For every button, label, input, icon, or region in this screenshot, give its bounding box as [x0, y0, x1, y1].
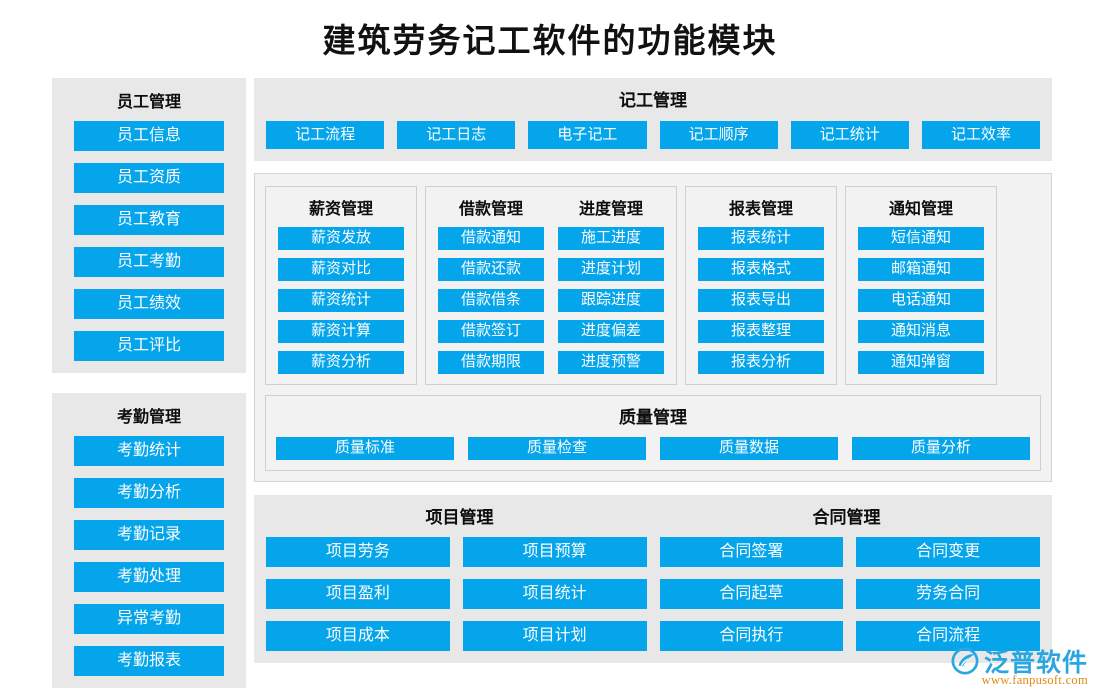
loan-progress-columns: 借款管理 借款通知 借款还款 借款借条 借款签订 借款期限 进度管理 施工进度 …	[438, 195, 664, 374]
group-quality-management: 质量管理 质量标准 质量检查 质量数据 质量分析	[265, 395, 1041, 471]
group-attendance-management: 考勤管理 考勤统计 考勤分析 考勤记录 考勤处理 异常考勤 考勤报表	[52, 393, 246, 688]
module-button-project-profit[interactable]: 项目盈利	[266, 579, 450, 609]
group-title-quality-management: 质量管理	[619, 408, 687, 427]
module-button-loan-iou[interactable]: 借款借条	[438, 289, 544, 312]
group-payroll-management: 薪资管理 薪资发放 薪资对比 薪资统计 薪资计算 薪资分析	[265, 186, 417, 385]
group-worklog-management: 记工管理 记工流程 记工日志 电子记工 记工顺序 记工统计 记工效率	[254, 78, 1052, 161]
group-title-attendance-management: 考勤管理	[116, 409, 181, 426]
module-button-attendance-analysis[interactable]: 考勤分析	[74, 478, 224, 508]
module-button-quality-analysis[interactable]: 质量分析	[852, 437, 1030, 460]
group-title-contract-management: 合同管理	[812, 508, 881, 527]
module-button-worklog-order[interactable]: 记工顺序	[659, 121, 778, 149]
group-title-report-management: 报表管理	[728, 201, 793, 218]
module-button-progress-plan[interactable]: 进度计划	[558, 258, 664, 281]
module-button-quality-data[interactable]: 质量数据	[660, 437, 838, 460]
module-button-payroll-calculation[interactable]: 薪资计算	[278, 320, 404, 343]
left-column: 员工管理 员工信息 员工资质 员工教育 员工考勤 员工绩效 员工评比 考勤管理 …	[52, 78, 246, 688]
module-button-attendance-record[interactable]: 考勤记录	[74, 520, 224, 550]
fanpu-swoosh-icon	[950, 646, 980, 676]
module-button-electronic-worklog[interactable]: 电子记工	[528, 121, 647, 149]
module-button-quality-standard[interactable]: 质量标准	[276, 437, 454, 460]
logo-main-row: 泛普软件	[928, 646, 1088, 677]
module-button-employee-qualification[interactable]: 员工资质	[74, 163, 224, 193]
module-button-payroll-statistics[interactable]: 薪资统计	[278, 289, 404, 312]
module-button-construction-progress[interactable]: 施工进度	[558, 227, 664, 250]
group-title-project-management: 项目管理	[425, 508, 494, 527]
module-button-loan-signing[interactable]: 借款签订	[438, 320, 544, 343]
module-button-worklog-journal[interactable]: 记工日志	[397, 121, 516, 149]
module-button-project-statistics[interactable]: 项目统计	[462, 579, 647, 609]
middle-modules-container: 薪资管理 薪资发放 薪资对比 薪资统计 薪资计算 薪资分析 借款管理 借款通知 …	[254, 173, 1052, 482]
module-button-attendance-report[interactable]: 考勤报表	[74, 646, 224, 676]
module-button-progress-tracking[interactable]: 跟踪进度	[558, 289, 664, 312]
module-button-report-analysis[interactable]: 报表分析	[698, 351, 824, 374]
module-button-project-labor[interactable]: 项目劳务	[266, 537, 450, 567]
module-button-progress-warning[interactable]: 进度预警	[558, 351, 664, 374]
group-title-notification-management: 通知管理	[888, 201, 953, 218]
group-project-and-contract-management: 项目管理 合同管理 项目劳务 项目预算 合同签署 合同变更 项目盈利 项目统计 …	[254, 495, 1052, 663]
module-button-worklog-efficiency[interactable]: 记工效率	[921, 121, 1041, 149]
module-button-project-plan[interactable]: 项目计划	[462, 621, 647, 651]
module-button-report-organize[interactable]: 报表整理	[698, 320, 824, 343]
logo-website-url: www.fanpusoft.com	[981, 673, 1088, 687]
subgroup-loan-management: 借款管理 借款通知 借款还款 借款借条 借款签订 借款期限	[438, 195, 544, 374]
bottom-button-grid: 项目劳务 项目预算 合同签署 合同变更 项目盈利 项目统计 合同起草 劳务合同 …	[266, 537, 1040, 651]
module-button-payroll-comparison[interactable]: 薪资对比	[278, 258, 404, 281]
module-button-loan-notice[interactable]: 借款通知	[438, 227, 544, 250]
group-title-employee-management: 员工管理	[116, 94, 181, 111]
module-button-report-export[interactable]: 报表导出	[698, 289, 824, 312]
right-column: 记工管理 记工流程 记工日志 电子记工 记工顺序 记工统计 记工效率 薪资管理 …	[254, 78, 1052, 663]
logo-brand-name: 泛普软件	[983, 650, 1088, 677]
module-button-employee-education[interactable]: 员工教育	[74, 205, 224, 235]
module-button-payroll-analysis[interactable]: 薪资分析	[278, 351, 404, 374]
group-title-loan-management: 借款管理	[458, 201, 523, 218]
group-report-management: 报表管理 报表统计 报表格式 报表导出 报表整理 报表分析	[685, 186, 837, 385]
module-button-employee-performance[interactable]: 员工绩效	[74, 289, 224, 319]
module-button-employee-attendance[interactable]: 员工考勤	[74, 247, 224, 277]
group-notification-management: 通知管理 短信通知 邮箱通知 电话通知 通知消息 通知弹窗	[845, 186, 997, 385]
worklog-button-row: 记工流程 记工日志 电子记工 记工顺序 记工统计 记工效率	[266, 121, 1041, 149]
module-button-worklog-statistics[interactable]: 记工统计	[790, 121, 909, 149]
group-loan-and-progress-management: 借款管理 借款通知 借款还款 借款借条 借款签订 借款期限 进度管理 施工进度 …	[425, 186, 677, 385]
module-button-attendance-statistics[interactable]: 考勤统计	[74, 436, 224, 466]
module-button-payroll-payment[interactable]: 薪资发放	[278, 227, 404, 250]
module-button-report-statistics[interactable]: 报表统计	[698, 227, 824, 250]
module-button-abnormal-attendance[interactable]: 异常考勤	[74, 604, 224, 634]
group-title-progress-management: 进度管理	[578, 201, 643, 218]
middle-card-row: 薪资管理 薪资发放 薪资对比 薪资统计 薪资计算 薪资分析 借款管理 借款通知 …	[265, 186, 1041, 385]
module-button-contract-signing[interactable]: 合同签署	[659, 537, 844, 567]
module-button-loan-repayment[interactable]: 借款还款	[438, 258, 544, 281]
bottom-group-titles: 项目管理 合同管理	[266, 503, 1040, 528]
module-button-contract-execution[interactable]: 合同执行	[659, 621, 844, 651]
module-button-project-cost[interactable]: 项目成本	[266, 621, 450, 651]
group-title-worklog-management: 记工管理	[619, 91, 687, 110]
module-button-contract-change[interactable]: 合同变更	[856, 537, 1040, 567]
subgroup-progress-management: 进度管理 施工进度 进度计划 跟踪进度 进度偏差 进度预警	[558, 195, 664, 374]
module-button-sms-notification[interactable]: 短信通知	[858, 227, 984, 250]
page-title: 建筑劳务记工软件的功能模块	[322, 24, 778, 60]
module-button-attendance-processing[interactable]: 考勤处理	[74, 562, 224, 592]
module-button-employee-appraisal[interactable]: 员工评比	[74, 331, 224, 361]
module-button-notification-message[interactable]: 通知消息	[858, 320, 984, 343]
module-button-worklog-flow[interactable]: 记工流程	[266, 121, 385, 149]
module-button-report-format[interactable]: 报表格式	[698, 258, 824, 281]
module-button-phone-notification[interactable]: 电话通知	[858, 289, 984, 312]
module-button-contract-drafting[interactable]: 合同起草	[659, 579, 844, 609]
group-employee-management: 员工管理 员工信息 员工资质 员工教育 员工考勤 员工绩效 员工评比	[52, 78, 246, 373]
module-button-email-notification[interactable]: 邮箱通知	[858, 258, 984, 281]
module-button-notification-popup[interactable]: 通知弹窗	[858, 351, 984, 374]
quality-button-row: 质量标准 质量检查 质量数据 质量分析	[276, 437, 1030, 460]
group-title-payroll-management: 薪资管理	[308, 201, 373, 218]
module-button-progress-deviation[interactable]: 进度偏差	[558, 320, 664, 343]
module-button-loan-term[interactable]: 借款期限	[438, 351, 544, 374]
module-button-labor-contract[interactable]: 劳务合同	[856, 579, 1040, 609]
module-button-project-budget[interactable]: 项目预算	[462, 537, 647, 567]
module-button-quality-inspection[interactable]: 质量检查	[468, 437, 646, 460]
company-logo: 泛普软件 www.fanpusoft.com	[928, 646, 1088, 694]
module-button-employee-info[interactable]: 员工信息	[74, 121, 224, 151]
module-button-contract-flow[interactable]: 合同流程	[856, 621, 1040, 651]
